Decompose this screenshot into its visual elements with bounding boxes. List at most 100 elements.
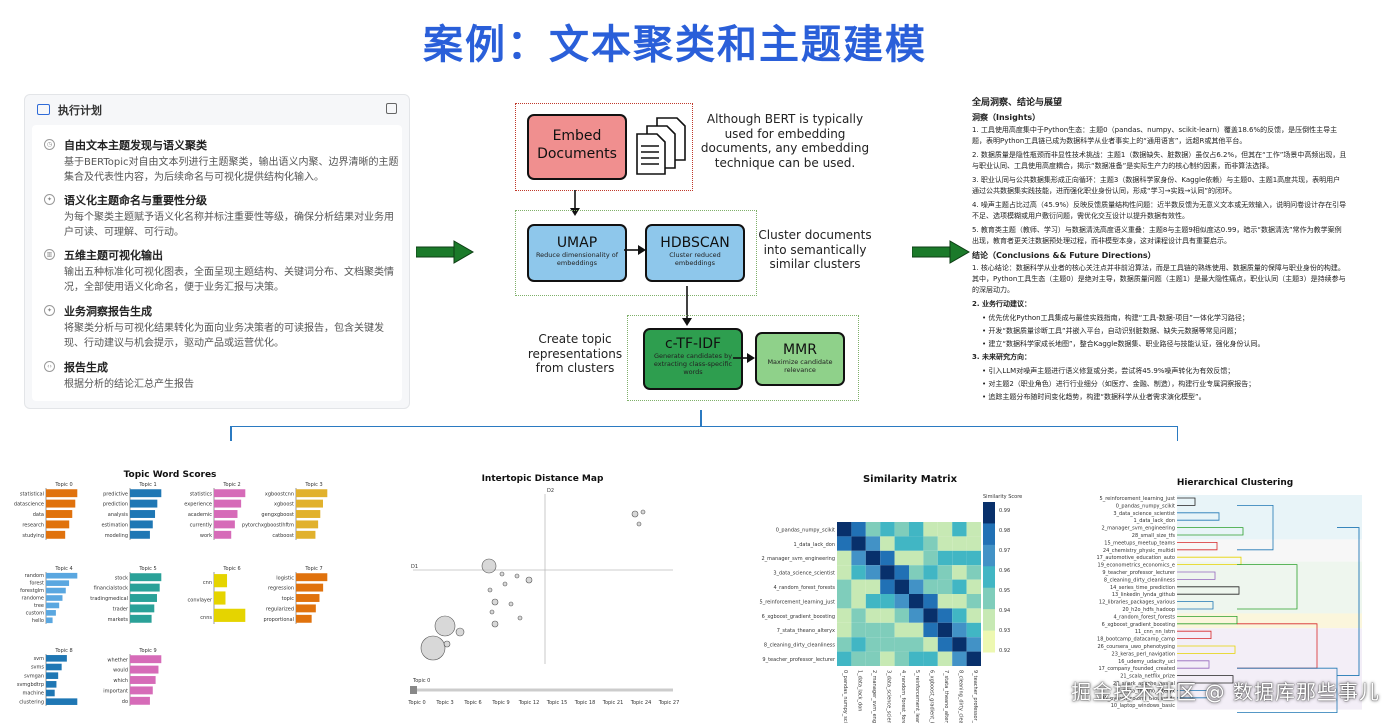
matrix-cell bbox=[865, 536, 881, 551]
slider-tick: Topic 18 bbox=[574, 700, 596, 706]
plan-header: 执行计划 bbox=[37, 102, 102, 118]
matrix-cell bbox=[837, 637, 852, 652]
colorbar-segment bbox=[983, 587, 995, 610]
bar bbox=[46, 698, 78, 705]
insights-title: 全局洞察、结论与展望 bbox=[972, 98, 1063, 108]
matrix-cell bbox=[865, 608, 881, 623]
copy-icon[interactable] bbox=[386, 103, 397, 114]
bar-label: financialstock bbox=[94, 586, 129, 592]
dendrogram-link bbox=[1337, 527, 1360, 677]
matrix-cell bbox=[880, 622, 895, 638]
matrix-cell bbox=[923, 550, 938, 566]
dendrogram-link bbox=[1177, 690, 1208, 699]
bar-label: predictive bbox=[103, 491, 128, 497]
bar-label: convlayer bbox=[188, 597, 213, 603]
bar-label: random bbox=[25, 573, 45, 579]
sparkle-icon: ✦ bbox=[44, 305, 55, 316]
umap-box: UMAP Reduce dimensionality of embeddings bbox=[527, 224, 627, 282]
mmr-label: MMR bbox=[783, 342, 817, 358]
matrix-cell bbox=[894, 579, 909, 594]
bar bbox=[296, 489, 328, 498]
embed-documents-box: Embed Documents bbox=[527, 114, 627, 180]
chart-title: Intertopic Distance Map bbox=[481, 474, 604, 484]
matrix-cell bbox=[966, 579, 981, 594]
topic-panel-title: Topic 3 bbox=[304, 482, 322, 488]
dendrogram-link bbox=[1237, 564, 1298, 610]
matrix-cell bbox=[894, 550, 909, 566]
leaf-label: 22_spark_apache_pascal bbox=[1113, 681, 1175, 687]
leaf-label: 16_udemy_udacity_uci bbox=[1118, 659, 1175, 665]
bar bbox=[130, 614, 152, 623]
bar-label: cnns bbox=[200, 615, 212, 621]
bar-label: analysis bbox=[108, 512, 129, 518]
plan-step-desc: 基于BERTopic对自由文本列进行主题聚类，输出语义内聚、边界清晰的主题集合及… bbox=[64, 157, 399, 183]
hdbscan-label: HDBSCAN bbox=[660, 235, 730, 251]
plan-step-desc: 根据分析的结论汇总产生报告 bbox=[64, 379, 194, 390]
matrix-cell bbox=[851, 622, 866, 638]
matrix-cell bbox=[880, 550, 895, 566]
bar bbox=[296, 594, 320, 602]
topic-panel-title: Topic 0 bbox=[54, 482, 72, 488]
dendrogram-link bbox=[1177, 512, 1220, 521]
bar-label: proportional bbox=[264, 617, 295, 623]
bar bbox=[296, 614, 312, 623]
leaf-label: 5_reinforcement_learning_just bbox=[1100, 496, 1175, 502]
slider-handle bbox=[410, 686, 417, 694]
leaf-label: 3_data_science_scientist bbox=[1113, 511, 1175, 517]
conclusion-bullet: • 建立“数据科学家成长地图”，整合Kaggle数据集、职业路径与技能认证，强化… bbox=[982, 340, 1265, 348]
colorbar-tick: 0.99 bbox=[999, 508, 1010, 514]
bar-label: pytorchxgboostlhftm bbox=[242, 522, 294, 528]
bar-label: experience bbox=[184, 502, 212, 508]
colorbar-segment bbox=[983, 523, 995, 546]
leaf-label: 9_teacher_professor_lecturer bbox=[1102, 570, 1176, 576]
plan-step-title: 自由文本主题发现与语义聚类 bbox=[64, 139, 207, 152]
bar-label: statistics bbox=[190, 491, 213, 497]
topic-bubble bbox=[434, 615, 456, 637]
matrix-cell bbox=[837, 651, 852, 666]
matrix-cell bbox=[880, 565, 895, 580]
matrix-cell bbox=[923, 608, 938, 623]
watermark: 掘金技术社区 @ 数据库那些事儿 bbox=[1071, 680, 1380, 704]
matrix-cell bbox=[923, 579, 938, 594]
matrix-cell bbox=[909, 608, 924, 623]
bar-label: custom bbox=[26, 610, 45, 616]
topic-bubble bbox=[508, 601, 514, 607]
embed-documents-label: Embed Documents bbox=[537, 128, 617, 162]
insight-item: 4. 噪声主题占比过高（45.9%）反映反馈质量结构性问题：近半数反馈为无意义文… bbox=[972, 201, 1347, 220]
slider-tick: Topic 3 bbox=[435, 700, 453, 706]
mmr-sub: Maximize candidate relevance bbox=[767, 358, 833, 374]
topic-region bbox=[627, 315, 859, 401]
dendrogram-link bbox=[1237, 505, 1274, 551]
plan-step-title: 语义化主题命名与重要性分级 bbox=[64, 194, 207, 207]
leaf-label: 17_automotive_education_auto bbox=[1097, 555, 1176, 561]
matrix-cell bbox=[937, 594, 953, 609]
sparkle-icon: ✦ bbox=[44, 194, 55, 205]
leaf-label: 23_keras_perl_navigation bbox=[1112, 651, 1175, 657]
bar bbox=[46, 510, 73, 518]
bar bbox=[46, 689, 55, 697]
embed-region bbox=[515, 103, 693, 191]
column-label: 1_data_lack_don bbox=[857, 670, 863, 711]
colorbar-segment bbox=[983, 502, 995, 524]
matrix-cell bbox=[952, 608, 967, 623]
code-icon: ‹› bbox=[44, 361, 55, 372]
row-label: 8_cleaning_dirty_cleanliness bbox=[764, 643, 835, 649]
matrix-cell bbox=[937, 651, 953, 666]
colorbar-tick: 0.95 bbox=[999, 588, 1010, 594]
matrix-cell bbox=[966, 608, 981, 623]
hierarchical-clustering-chart: Hierarchical Clustering 5_reinforcement_… bbox=[1085, 470, 1375, 723]
matrix-cell bbox=[880, 637, 895, 652]
bar-label: data bbox=[33, 512, 44, 518]
conclusion-bullet: • 开发“数据质量诊断工具”并嵌入平台，自动识别脏数据、缺失元数据等常见问题； bbox=[982, 327, 1241, 335]
matrix-cell bbox=[851, 594, 866, 609]
colorbar-title: Similarity Score bbox=[983, 494, 1022, 500]
topic-bubble bbox=[499, 571, 505, 577]
matrix-cell bbox=[880, 536, 895, 551]
matrix-cell bbox=[837, 594, 852, 609]
column-label: 3_data_science_scientist bbox=[885, 670, 891, 723]
bar-label: which bbox=[113, 678, 128, 684]
topic-panel-title: Topic 9 bbox=[138, 648, 156, 654]
row-label: 2_manager_svm_engineering bbox=[761, 556, 835, 562]
